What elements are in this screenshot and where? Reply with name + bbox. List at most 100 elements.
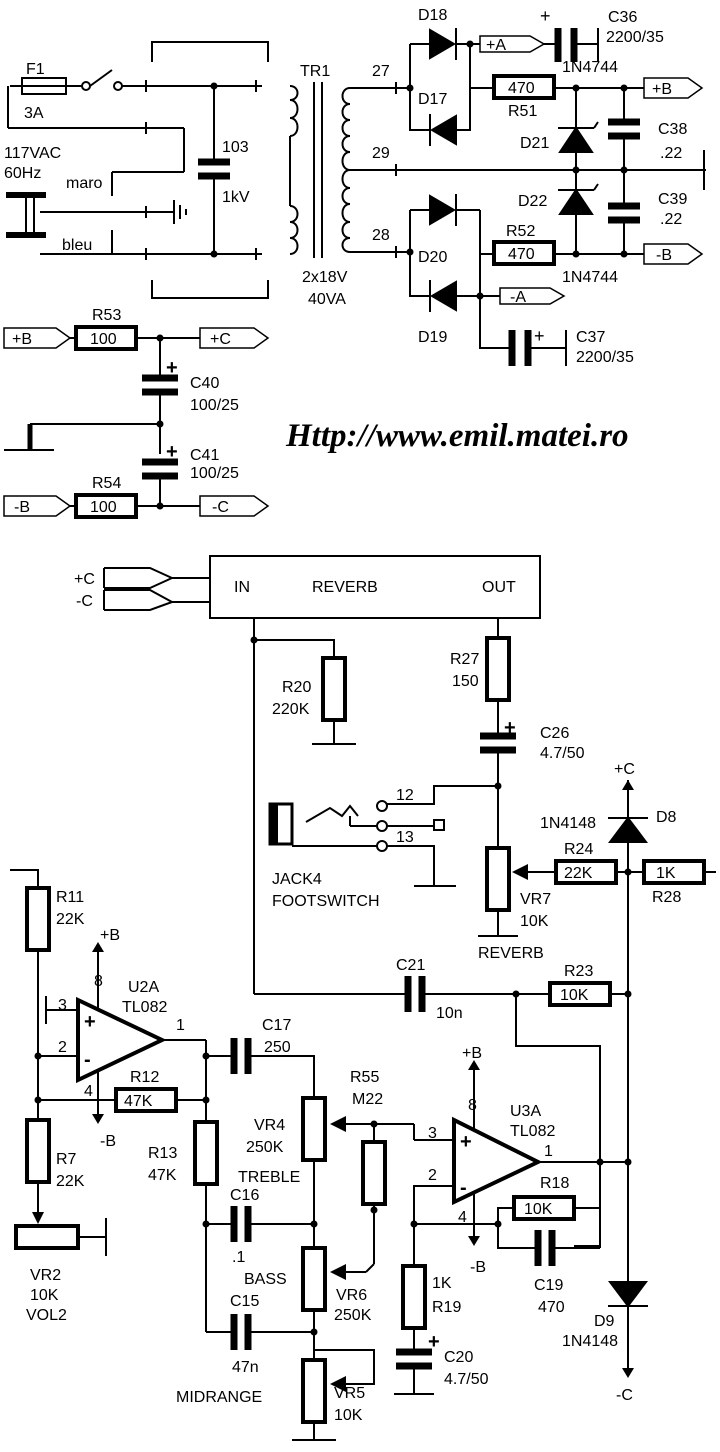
resistor-r27: [485, 636, 511, 702]
u3a-part: TL082: [510, 1123, 555, 1140]
u3a-pin-3: 3: [428, 1125, 437, 1142]
resistor-r11-value: 22K: [56, 911, 85, 928]
cap-c15-ref: C15: [230, 1293, 259, 1310]
decoupling-tag-plus-b: +B: [12, 331, 32, 348]
jack-pin-13: 13: [396, 829, 414, 846]
resistor-r12-ref: R12: [130, 1069, 159, 1086]
transformer-ref: TR1: [300, 63, 330, 80]
transformer-pin-29: 29: [372, 145, 390, 162]
svg-text:-: -: [84, 1049, 91, 1071]
pot-vr5-value: 10K: [334, 1407, 363, 1424]
resistor-r23-value: 10K: [560, 987, 589, 1004]
pot-vr7-ref: VR7: [520, 891, 551, 908]
resistor-r20: [321, 656, 347, 722]
resistor-r7-ref: R7: [56, 1151, 77, 1168]
jack-ref: JACK4: [272, 871, 322, 888]
u3a-pin-2: 2: [428, 1167, 437, 1184]
resistor-r27-ref: R27: [450, 651, 479, 668]
diode-d20: [429, 194, 457, 226]
reverb-supply-plus: +C: [74, 571, 95, 588]
rail-tag-minus-b: [643, 243, 704, 265]
pot-vr7-value: 10K: [520, 913, 549, 930]
resistor-r52-value: 470: [508, 246, 535, 263]
pot-vr7-name: REVERB: [478, 945, 544, 962]
resistor-r13-value: 47K: [148, 1167, 177, 1184]
diode-d17-label: D17: [418, 91, 447, 108]
pot-vr5-midrange: [301, 1358, 327, 1424]
d8-rail: +C: [614, 761, 635, 778]
diode-d9-ref: D9: [594, 1313, 615, 1330]
decoupling-section: +B 100 R53 +C + C40 100/25 + C41 100/25 …: [3, 307, 270, 519]
pot-vr6-ref: VR6: [336, 1287, 367, 1304]
preamp-section: R11 22K + - 8 3 2 1 4 +B -B U2A TL082 47: [10, 869, 648, 1441]
transformer-rating-voltage: 2x18V: [302, 269, 348, 286]
resistor-r19: [401, 1264, 427, 1330]
diode-d18: [429, 28, 457, 60]
tag-minus-c-out: [199, 495, 270, 517]
tag-minus-b-in: [3, 495, 72, 517]
rail-minus-a-label: -A: [510, 289, 526, 306]
rail-minus-b-label: -B: [656, 247, 672, 264]
opamp-u3a: [452, 1116, 543, 1206]
rail-plus-b-label: +B: [652, 81, 672, 98]
cap-c40-ref: C40: [190, 375, 219, 392]
filter-cap-ref: 103: [222, 139, 249, 156]
resistor-r24-ref: R24: [564, 841, 593, 858]
svg-text:+: +: [166, 357, 178, 379]
svg-text:+: +: [84, 1011, 96, 1033]
transformer-pin-27: 27: [372, 63, 390, 80]
power-supply-section: F1 3A 117VAC 60H: [4, 6, 706, 366]
resistor-r18-value: 10K: [524, 1201, 553, 1218]
diode-d19: [429, 280, 457, 312]
zener-d22-label: D22: [518, 193, 547, 210]
resistor-r13-ref: R13: [148, 1145, 177, 1162]
pot-vr6-bass: [301, 1246, 327, 1312]
cap-c21-value: 10n: [436, 1005, 463, 1022]
transformer-rating-power: 40VA: [308, 291, 346, 308]
resistor-r19-ref: R19: [432, 1299, 461, 1316]
cap-c39-value: .22: [660, 211, 682, 228]
zener-d21-label: D21: [520, 135, 549, 152]
reverb-supply-minus: -C: [76, 593, 93, 610]
pot-vr4-ref: VR4: [254, 1117, 285, 1134]
reverb-section: IN REVERB OUT +C -C R20 220K R27 150 + C…: [74, 555, 716, 1376]
resistor-r23-ref: R23: [564, 963, 593, 980]
resistor-r20-value: 220K: [272, 701, 310, 718]
rail-tag-plus-b: [643, 77, 704, 99]
diode-d18-label: D18: [418, 7, 447, 24]
rail-tag-plus-a: [479, 35, 546, 53]
cap-c17-value: 250: [264, 1039, 291, 1056]
resistor-r28-ref: R28: [652, 889, 681, 906]
cap-c38-ref: C38: [658, 121, 687, 138]
pot-vr4-value: 250K: [246, 1139, 284, 1156]
tag-plus-b-in: [3, 327, 72, 349]
resistor-r51-ref: R51: [508, 103, 537, 120]
cap-c19-value: 470: [538, 1299, 565, 1316]
mains-voltage: 117VAC: [4, 145, 61, 162]
resistor-r7: [25, 1118, 51, 1184]
cap-c15-value: 47n: [232, 1359, 259, 1376]
pot-vr2-ref: VR2: [30, 1267, 61, 1284]
svg-text:+: +: [540, 6, 551, 26]
diode-d9-rail: -C: [616, 1387, 633, 1404]
diode-d20-label: D20: [418, 249, 447, 266]
pot-vr6-value: 250K: [334, 1307, 372, 1324]
u3a-pin-8: 8: [468, 1097, 477, 1114]
resistor-r19-value: 1K: [432, 1275, 452, 1292]
resistor-r11: [25, 886, 51, 952]
resistor-r20-ref: R20: [282, 679, 311, 696]
zener-part-bottom: 1N4744: [562, 269, 618, 286]
svg-text:+: +: [166, 441, 178, 463]
fuse-ref: F1: [26, 61, 45, 78]
resistor-r53-value: 100: [90, 331, 117, 348]
svg-text:+: +: [428, 1331, 440, 1353]
resistor-r13: [193, 1120, 219, 1186]
cap-c19-ref: C19: [534, 1277, 563, 1294]
reverb-out-label: OUT: [482, 579, 516, 596]
mains-frequency: 60Hz: [4, 165, 41, 182]
diode-d9: [608, 1281, 648, 1308]
pot-vr7: [485, 846, 511, 912]
pot-vr4-name: TREBLE: [238, 1169, 300, 1186]
u3a-pin-1: 1: [544, 1143, 553, 1160]
